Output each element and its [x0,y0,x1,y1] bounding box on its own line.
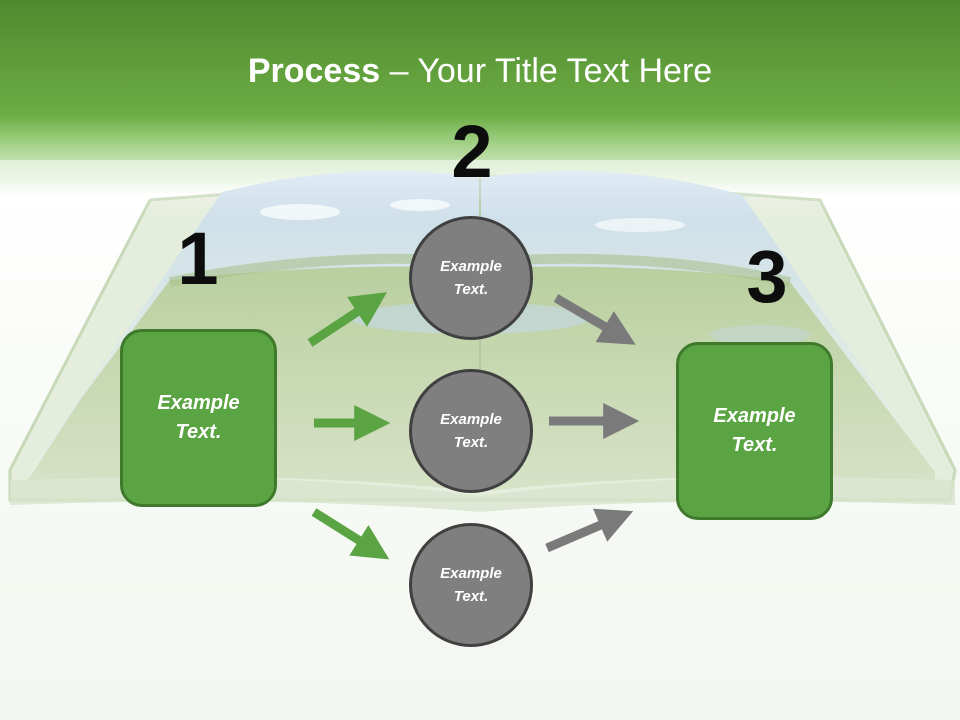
title-bold: Process [247,52,381,90]
step-3-label: Example Text. [713,405,796,456]
step-1-label: Example Text. [157,392,240,443]
node-bottom-label: Example Text. [440,565,502,605]
step-number-3: 3 [746,235,788,318]
node-top-label: Example Text. [440,258,502,298]
arrow-node3-to-step3 [545,508,634,553]
step-number-2: 2 [451,110,493,193]
step-1-box[interactable]: Example Text. [120,329,277,507]
page-title: Process – Your Title Text Here [0,52,960,91]
arrow-node1-to-step3 [553,294,636,345]
step-number-1: 1 [177,217,219,300]
step-2-node-bottom[interactable]: Example Text. [409,523,533,647]
arrow-step1-to-node3 [311,508,390,560]
step-3-box[interactable]: Example Text. [676,342,833,520]
step-2-node-middle[interactable]: Example Text. [409,369,533,493]
title-rest: – Your Title Text Here [380,52,713,90]
node-middle-label: Example Text. [440,411,502,451]
step-2-node-top[interactable]: Example Text. [409,216,533,340]
arrow-step1-to-node1 [307,292,388,347]
